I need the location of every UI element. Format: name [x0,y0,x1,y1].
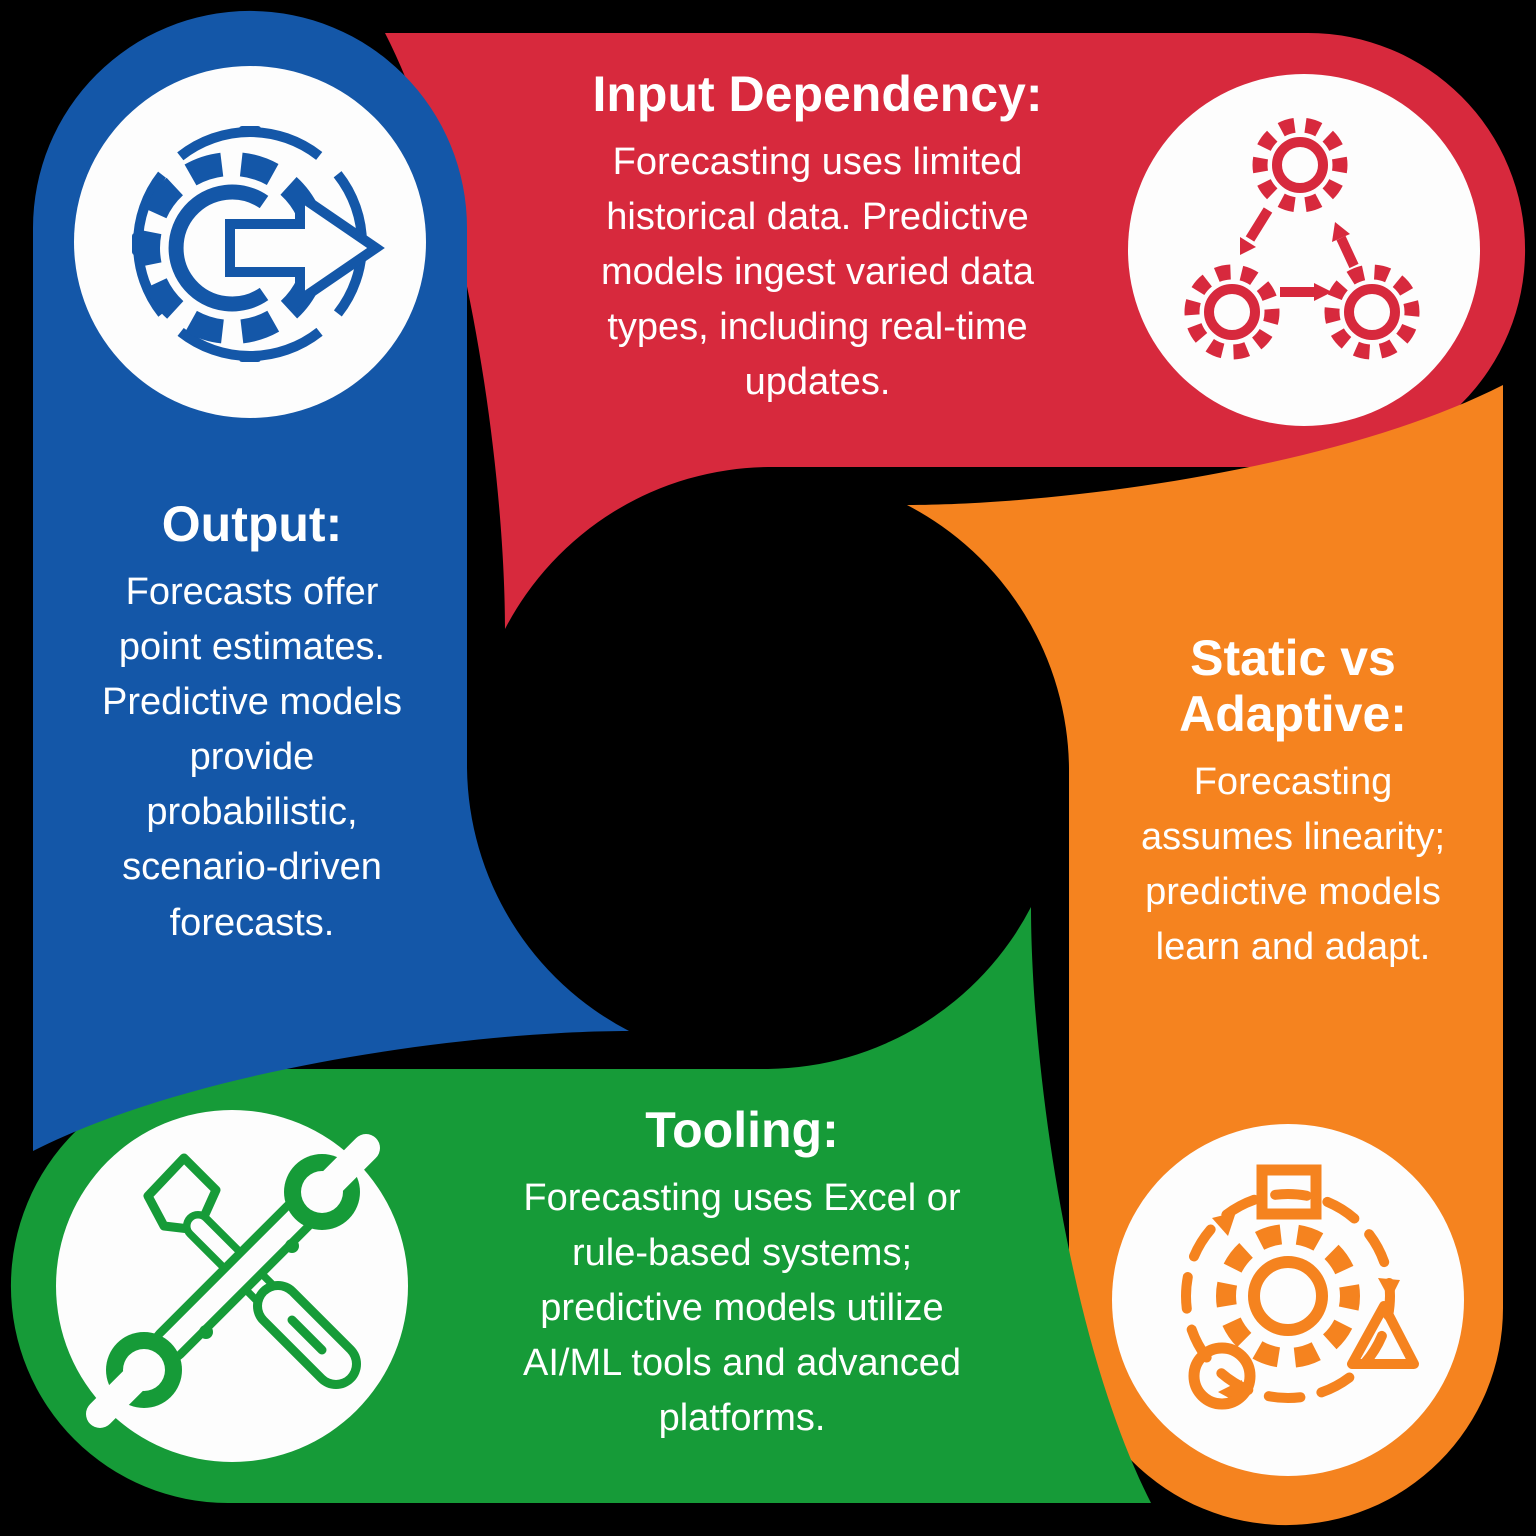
gear-arrow-icon [132,126,385,362]
circle-glyph [1188,1342,1256,1410]
input-dependency-icon-circle [1128,74,1480,426]
crossed-tools-icon [86,1134,380,1428]
section-body: Forecasting assumes linearity; predictiv… [1140,761,1446,969]
adaptive-gear-cycle-icon [1181,1164,1419,1410]
section-tooling: Tooling: Forecasting uses Excel or rule-… [428,1102,1056,1446]
section-static-vs-adaptive: Static vs Adaptive: Forecasting assumes … [1076,630,1510,975]
section-input-dependency: Input Dependency: Forecasting uses limit… [495,66,1140,410]
cycle-arrowhead-upleft [1212,1212,1236,1236]
linked-gears-icon [1184,117,1420,360]
gear-top [1252,117,1348,213]
gear-bottom-left [1184,264,1280,360]
wrench [86,1134,380,1428]
arrow-top-to-left [1245,207,1273,242]
section-output: Output: Forecasts offer point estimates.… [40,496,464,951]
section-heading: Static vs Adaptive: [1179,630,1407,742]
section-heading: Output: [161,496,343,552]
section-heading: Input Dependency: [592,66,1043,122]
section-heading: Tooling: [645,1102,839,1158]
triangle-glyph [1347,1301,1419,1369]
section-body: Forecasting uses limited historical data… [600,141,1035,404]
static-vs-adaptive-icon-circle [1112,1124,1464,1476]
section-body: Forecasts offer point estimates. Predict… [102,571,402,944]
cycle-arrowhead-right [1378,1278,1400,1300]
arrow-right-to-top [1336,235,1359,269]
section-body: Forecasting uses Excel or rule-based sys… [523,1177,961,1440]
square-glyph [1256,1164,1322,1220]
output-arrow-glyph [225,186,385,310]
gear-bottom-right [1324,264,1420,360]
